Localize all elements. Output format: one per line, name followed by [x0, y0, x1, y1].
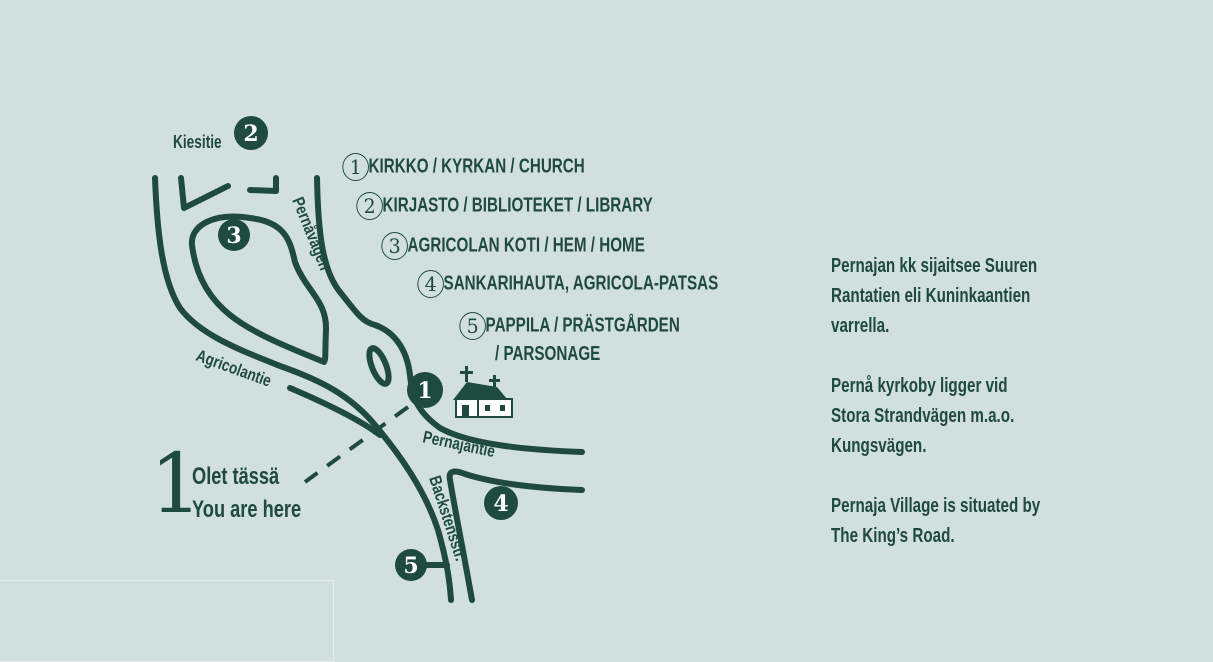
empty-frame [0, 580, 334, 662]
marker-4: 4 [484, 486, 518, 520]
church-icon [453, 366, 513, 418]
info-sv-2: Stora Strandvägen m.a.o. [831, 405, 1015, 427]
road-loop [188, 213, 330, 365]
legend-number: 2 [356, 192, 383, 220]
legend-number: 4 [417, 270, 444, 298]
legend-label: SANKARIHAUTA, AGRICOLA-PATSAS [443, 272, 719, 295]
svg-text:3: 3 [226, 223, 241, 249]
legend-label: PAPPILA / PRÄSTGÅRDEN [485, 314, 680, 337]
info-fi-1: Pernajan kk sijaitsee Suuren [831, 255, 1038, 277]
village-map: 1 2 3 4 5 Pernåvägen Agricolantie Pernaj… [152, 116, 585, 603]
legend-label: KIRJASTO / BIBLIOTEKET / LIBRARY [382, 194, 653, 217]
info-en-1: Pernaja Village is situated by [831, 495, 1041, 517]
marker-2: 2 [234, 116, 268, 150]
info-fi-3: varrella. [831, 315, 890, 337]
you-are-here-pointer [303, 405, 410, 484]
road-stub-north-1 [178, 175, 231, 211]
street-label-agricolantie: Agricolantie [193, 347, 274, 392]
info-fi-2: Rantatien eli Kuninkaantien [831, 285, 1031, 307]
you-are-here-fi: Olet tässä [192, 463, 280, 490]
marker-1: 1 [407, 372, 443, 408]
svg-text:4: 4 [493, 491, 508, 517]
marker-5: 5 [395, 549, 427, 581]
legend-number: 3 [381, 232, 408, 260]
you-are-here-en: You are here [192, 496, 302, 523]
road-pernavagen-east [314, 175, 585, 455]
roundabout-island [366, 345, 392, 387]
legend-item-parsonage-en: / PARSONAGE [495, 343, 601, 365]
legend-label: AGRICOLAN KOTI / HEM / HOME [407, 234, 645, 257]
svg-text:5: 5 [403, 553, 418, 579]
road-pernajantie-south [446, 468, 585, 603]
legend-label: KIRKKO / KYRKAN / CHURCH [368, 155, 585, 178]
marker-3: 3 [218, 219, 250, 251]
road-stub-north-2 [247, 175, 279, 194]
street-label-kiesitie: Kiesitie [173, 132, 222, 152]
legend-number: 5 [459, 312, 486, 340]
info-en-2: The King’s Road. [831, 525, 955, 547]
you-are-here-number: 1 [150, 437, 203, 532]
road-outer-west [152, 175, 454, 603]
legend-number: 1 [342, 153, 369, 181]
svg-text:1: 1 [417, 378, 432, 404]
svg-text:2: 2 [243, 121, 258, 147]
info-sv-3: Kungsvägen. [831, 435, 927, 457]
info-sv-1: Pernå kyrkoby ligger vid [831, 375, 1008, 397]
